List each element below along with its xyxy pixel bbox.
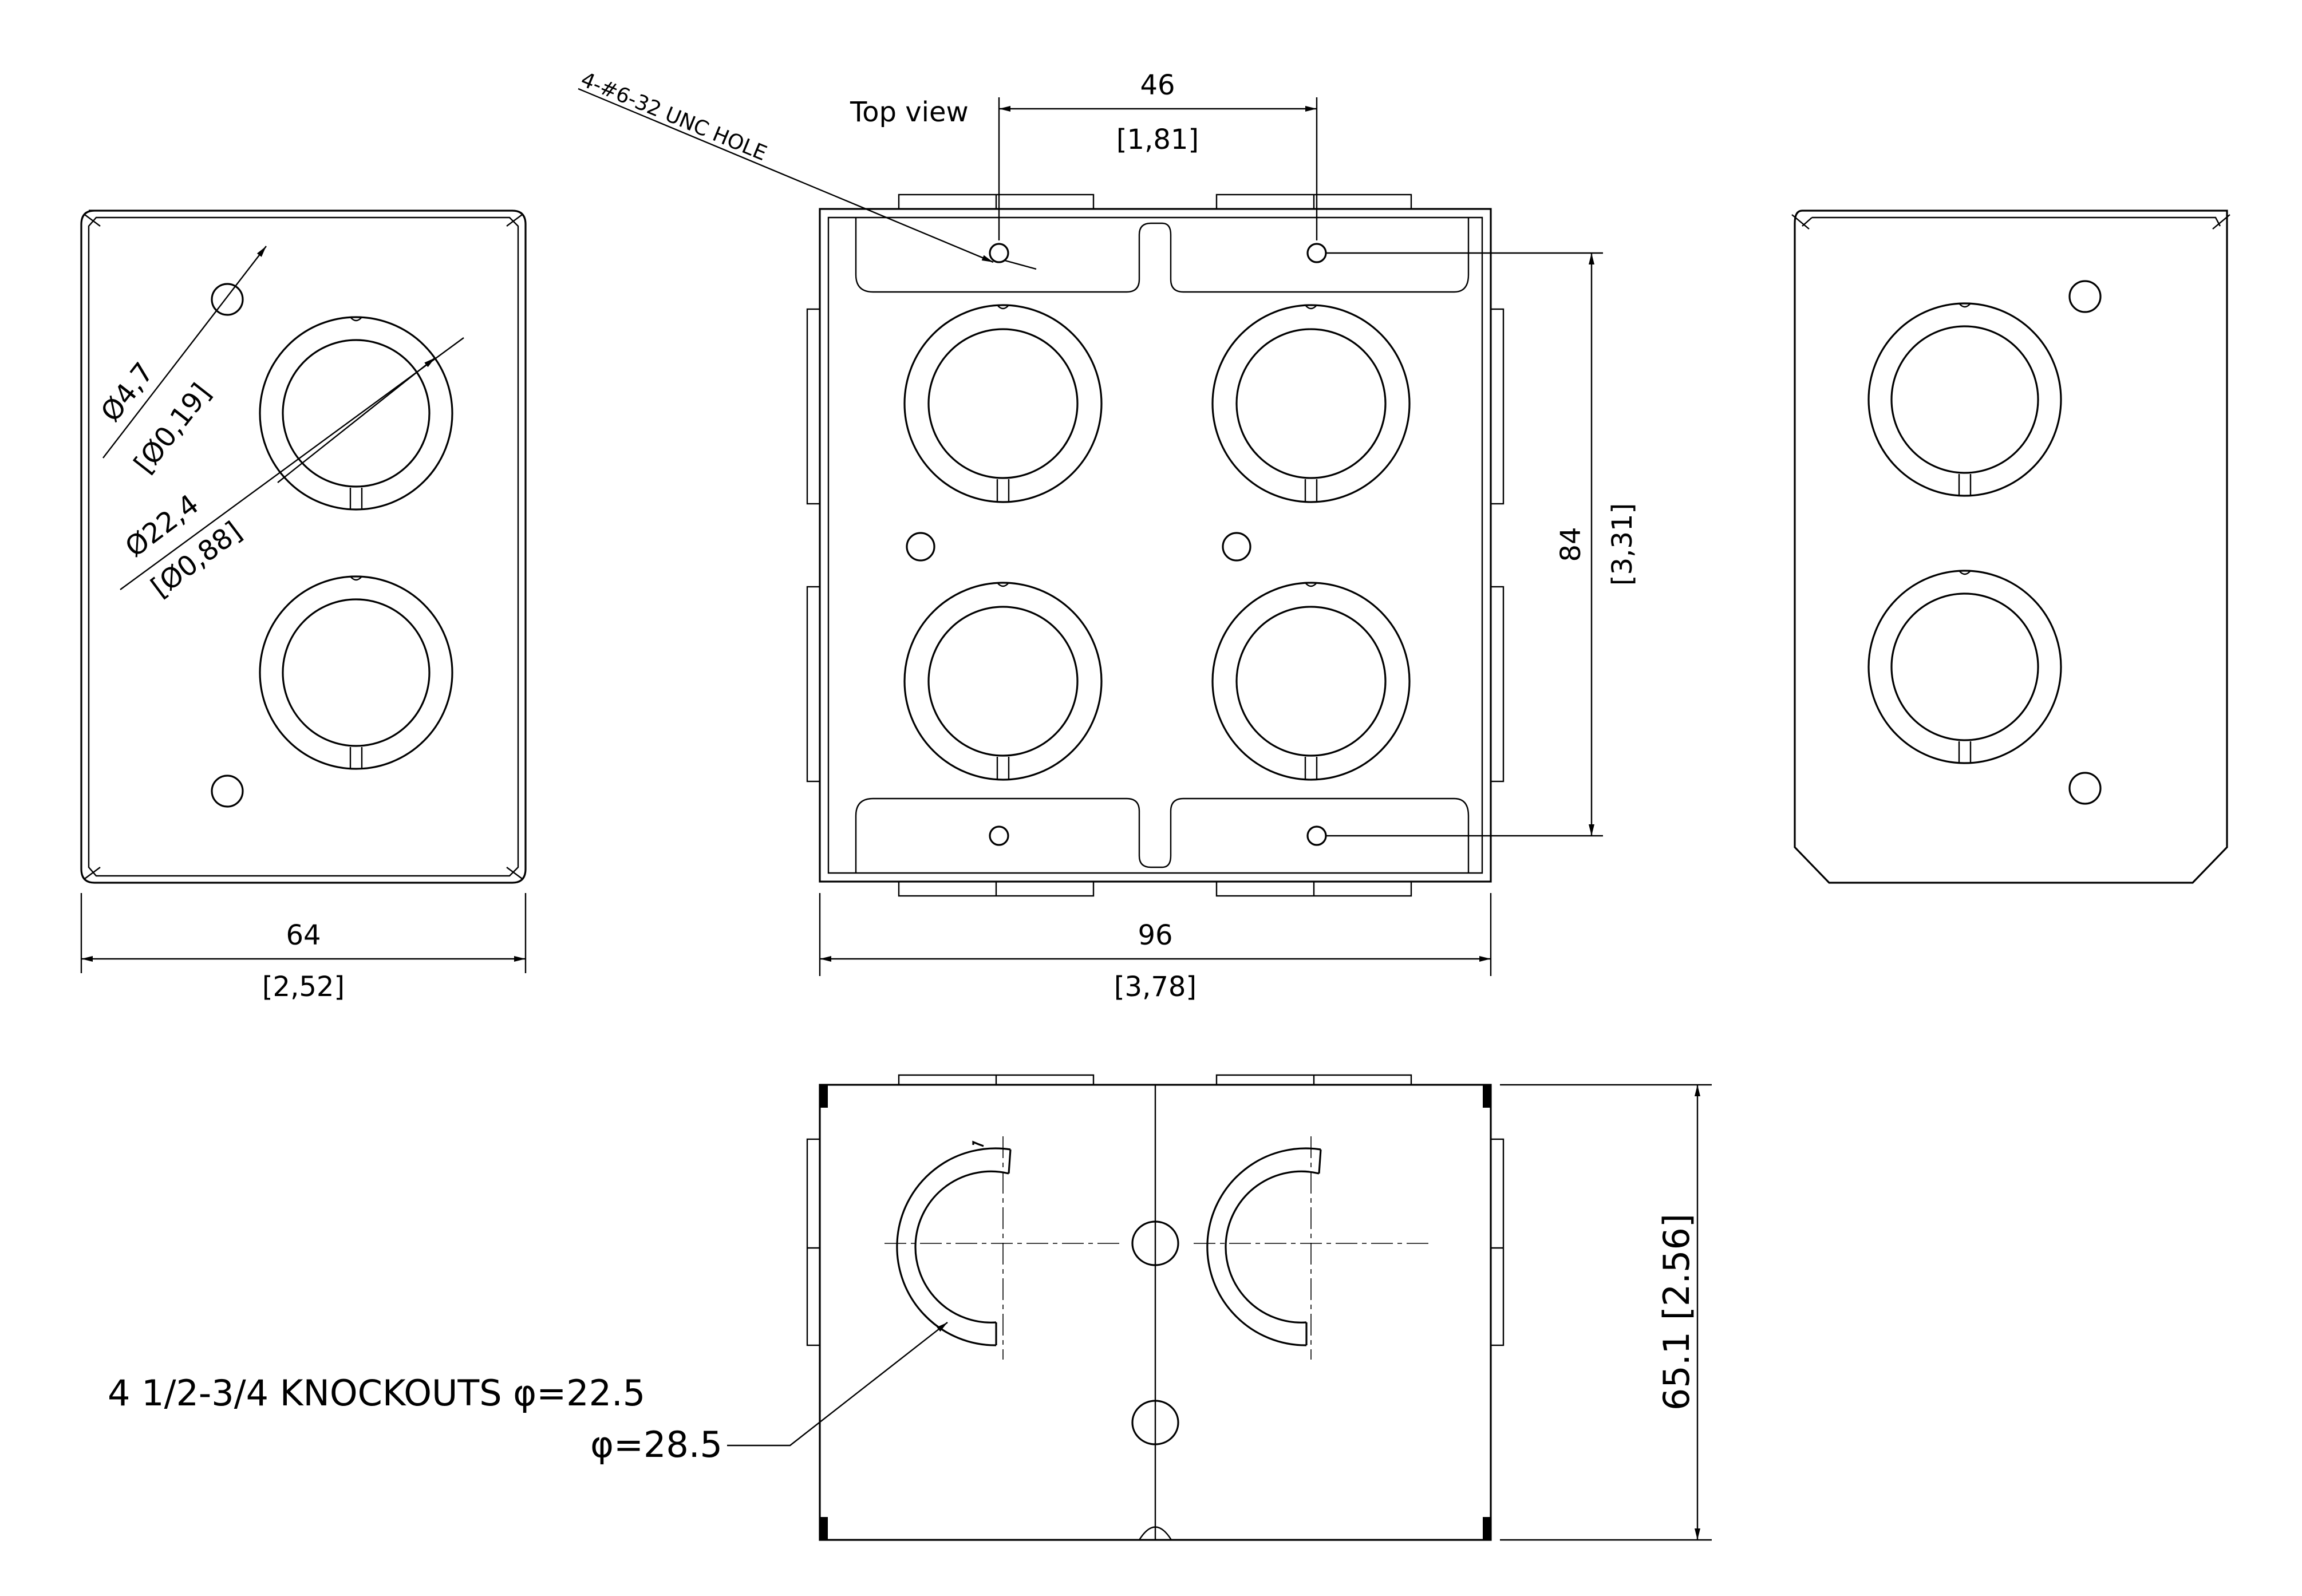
dim-84-label: 84 xyxy=(1555,527,1587,562)
knockouts-label-line1: 4 1/2-3/4 KNOCKOUTS φ=22.5 xyxy=(108,1372,645,1414)
hole-callout-label: 4-#6-32 UNC HOLE xyxy=(578,68,771,165)
dim-84-inch-label: [3,31] xyxy=(1606,503,1638,586)
front-view: 65.1 [2.56] 4 1/2-3/4 KNOCKOUTS φ=22.5 φ… xyxy=(108,1074,1712,1541)
top-view-label: Top view xyxy=(850,96,969,128)
right-view xyxy=(1791,210,2230,884)
top-view: 46 [1,81] Top view 4-#6-32 UNC HOLE 84 [… xyxy=(578,68,1638,1003)
knockouts-label-line2: φ=28.5 xyxy=(590,1424,722,1465)
dim-46-inch-label: [1,81] xyxy=(1116,124,1199,156)
left-view: 64 [2,52] Ø4,7 [Ø0,19] Ø22,4 [Ø0,88] xyxy=(80,210,527,1003)
dim-46-label: 46 xyxy=(1140,69,1175,101)
dim-64-inch-label: [2,52] xyxy=(262,971,345,1003)
dim-height-label: 65.1 [2.56] xyxy=(1656,1214,1697,1411)
dim-96-inch-label: [3,78] xyxy=(1114,971,1197,1003)
dia-small-label: Ø4,7 xyxy=(94,357,160,428)
dim-64-label: 64 xyxy=(286,919,321,951)
dim-96-label: 96 xyxy=(1138,919,1172,951)
